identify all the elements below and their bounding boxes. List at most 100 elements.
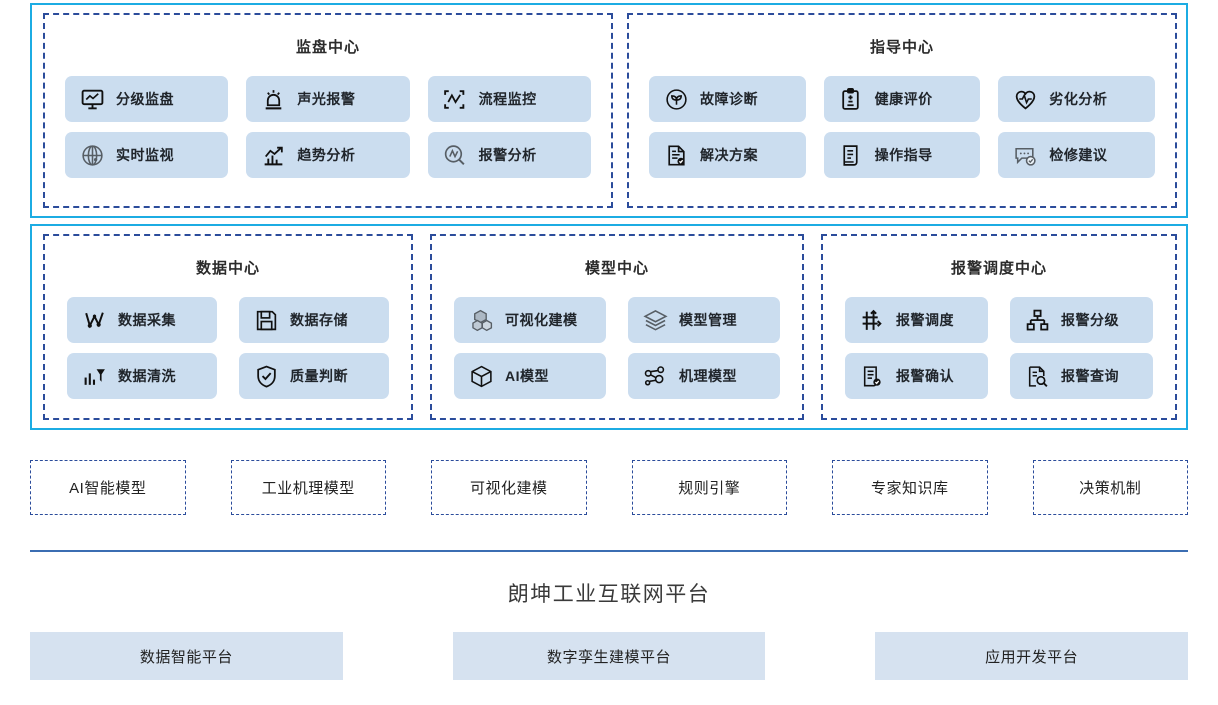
pill-health-evaluation[interactable]: 健康评价 (823, 76, 981, 122)
pill-label: 报警分级 (1061, 312, 1119, 328)
sprout-circle-icon (663, 86, 689, 112)
group-title: 报警调度中心 (950, 260, 1047, 277)
pill-label: AI模型 (505, 368, 549, 384)
process-waveform-icon (442, 86, 468, 112)
pill-label: 检修建议 (1049, 147, 1108, 163)
platform-box-app-development[interactable]: 应用开发平台 (875, 632, 1188, 680)
pill-alarm-dispatch[interactable]: 报警调度 (845, 297, 988, 343)
platform-box-data-intelligence[interactable]: 数据智能平台 (30, 632, 343, 680)
pill-label: 报警确认 (896, 368, 954, 384)
platform-box-digital-twin[interactable]: 数字孪生建模平台 (452, 632, 766, 680)
document-lines-icon (838, 142, 864, 168)
pill-data-cleaning[interactable]: 数据清洗 (67, 353, 217, 399)
pill-label: 数据采集 (118, 312, 176, 328)
chip-visual-modeling[interactable]: 可视化建模 (431, 460, 587, 515)
pill-grid: 数据采集 数据存储 数据清洗 质量判断 (45, 278, 411, 399)
pill-label: 操作指导 (874, 147, 933, 163)
dispatch-arrows-icon (859, 307, 885, 333)
pill-process-monitoring[interactable]: 流程监控 (427, 76, 591, 122)
document-search-icon (1024, 363, 1050, 389)
pill-grid: 报警调度 报警分级 报警确认 报警查询 (823, 278, 1175, 399)
alarm-siren-icon (260, 86, 286, 112)
cube-outline-icon (468, 363, 494, 389)
pill-label: 实时监视 (116, 147, 174, 163)
pill-label: 数据清洗 (118, 368, 176, 384)
group-monitoring-center: 监盘中心 分级监盘 声光报警 流程监控 实时监视 (43, 13, 613, 208)
platform-box-row: 数据智能平台 数字孪生建模平台 应用开发平台 (30, 632, 1188, 680)
chip-expert-knowledge-base[interactable]: 专家知识库 (832, 460, 988, 515)
capability-chip-row: AI智能模型 工业机理模型 可视化建模 规则引擎 专家知识库 决策机制 (30, 460, 1188, 515)
platform-title: 朗坤工业互联网平台 (507, 583, 711, 606)
pill-audible-visual-alarm[interactable]: 声光报警 (246, 76, 410, 122)
chip-rule-engine[interactable]: 规则引擎 (631, 460, 787, 515)
pill-label: 声光报警 (297, 91, 356, 107)
pill-degradation-analysis[interactable]: 劣化分析 (998, 76, 1155, 122)
pill-mechanism-model[interactable]: 机理模型 (628, 353, 780, 399)
pill-label: 故障诊断 (700, 91, 758, 107)
floppy-disk-icon (253, 307, 279, 333)
pill-label: 报警调度 (896, 312, 954, 328)
clipboard-plus-minus-icon (838, 86, 864, 112)
pill-trend-analysis[interactable]: 趋势分析 (246, 132, 410, 178)
globe-icon (79, 142, 105, 168)
pill-maintenance-suggestion[interactable]: 检修建议 (998, 132, 1155, 178)
pill-grid: 故障诊断 健康评价 劣化分析 解决方案 操作指导 (629, 57, 1175, 178)
group-model-center: 模型中心 可视化建模 模型管理 AI模型 机理模型 (430, 234, 804, 420)
monitor-chart-icon (79, 86, 105, 112)
list-check-icon (859, 363, 885, 389)
pill-alarm-confirmation[interactable]: 报警确认 (845, 353, 988, 399)
pill-label: 健康评价 (874, 91, 933, 107)
molecule-nodes-icon (642, 363, 668, 389)
shield-check-icon (253, 363, 279, 389)
group-data-center: 数据中心 数据采集 数据存储 数据清洗 质量判断 (43, 234, 413, 420)
pill-label: 趋势分析 (297, 147, 356, 163)
layers-icon (642, 307, 668, 333)
group-title: 数据中心 (195, 260, 260, 277)
pill-label: 模型管理 (679, 312, 737, 328)
pill-quality-judgement[interactable]: 质量判断 (239, 353, 389, 399)
pill-label: 报警查询 (1061, 368, 1119, 384)
pill-label: 质量判断 (290, 368, 348, 384)
document-check-icon (663, 142, 689, 168)
pill-realtime-surveillance[interactable]: 实时监视 (65, 132, 229, 178)
chip-ai-model[interactable]: AI智能模型 (30, 460, 186, 515)
pill-alarm-grading[interactable]: 报警分级 (1010, 297, 1153, 343)
heart-pulse-icon (1012, 86, 1038, 112)
chat-check-icon (1012, 142, 1038, 168)
pill-label: 流程监控 (478, 91, 537, 107)
pill-label: 劣化分析 (1049, 91, 1108, 107)
group-title: 监盘中心 (295, 39, 360, 56)
pill-ai-model[interactable]: AI模型 (454, 353, 606, 399)
group-title: 模型中心 (584, 260, 649, 277)
pill-label: 可视化建模 (505, 312, 578, 328)
hierarchy-icon (1024, 307, 1050, 333)
pill-alarm-analysis[interactable]: 报警分析 (427, 132, 591, 178)
pill-visual-modeling[interactable]: 可视化建模 (454, 297, 606, 343)
pill-alarm-query[interactable]: 报警查询 (1010, 353, 1153, 399)
band-top: 监盘中心 分级监盘 声光报警 流程监控 实时监视 (30, 3, 1188, 218)
pill-solution[interactable]: 解决方案 (649, 132, 806, 178)
chip-decision-mechanism[interactable]: 决策机制 (1032, 460, 1188, 515)
group-title: 指导中心 (869, 39, 934, 56)
pill-label: 解决方案 (700, 147, 758, 163)
cubes-icon (468, 307, 494, 333)
trend-bars-arrow-icon (260, 142, 286, 168)
pill-label: 机理模型 (679, 368, 737, 384)
pill-graded-monitoring[interactable]: 分级监盘 (65, 76, 229, 122)
pill-data-storage[interactable]: 数据存储 (239, 297, 389, 343)
group-alarm-dispatch-center: 报警调度中心 报警调度 报警分级 报警确认 报警查询 (821, 234, 1177, 420)
pill-label: 数据存储 (290, 312, 348, 328)
pill-grid: 可视化建模 模型管理 AI模型 机理模型 (432, 278, 802, 399)
band-second: 数据中心 数据采集 数据存储 数据清洗 质量判断 (30, 224, 1188, 430)
group-guidance-center: 指导中心 故障诊断 健康评价 劣化分析 解决方案 (627, 13, 1177, 208)
pill-grid: 分级监盘 声光报警 流程监控 实时监视 趋势分析 (45, 57, 611, 178)
section-divider (30, 550, 1188, 552)
pill-model-management[interactable]: 模型管理 (628, 297, 780, 343)
pill-data-collection[interactable]: 数据采集 (67, 297, 217, 343)
pill-operation-guidance[interactable]: 操作指导 (823, 132, 981, 178)
node-graph-icon (81, 307, 107, 333)
magnifier-wave-icon (442, 142, 468, 168)
pill-fault-diagnosis[interactable]: 故障诊断 (649, 76, 806, 122)
chip-industrial-mechanism-model[interactable]: 工业机理模型 (230, 460, 386, 515)
